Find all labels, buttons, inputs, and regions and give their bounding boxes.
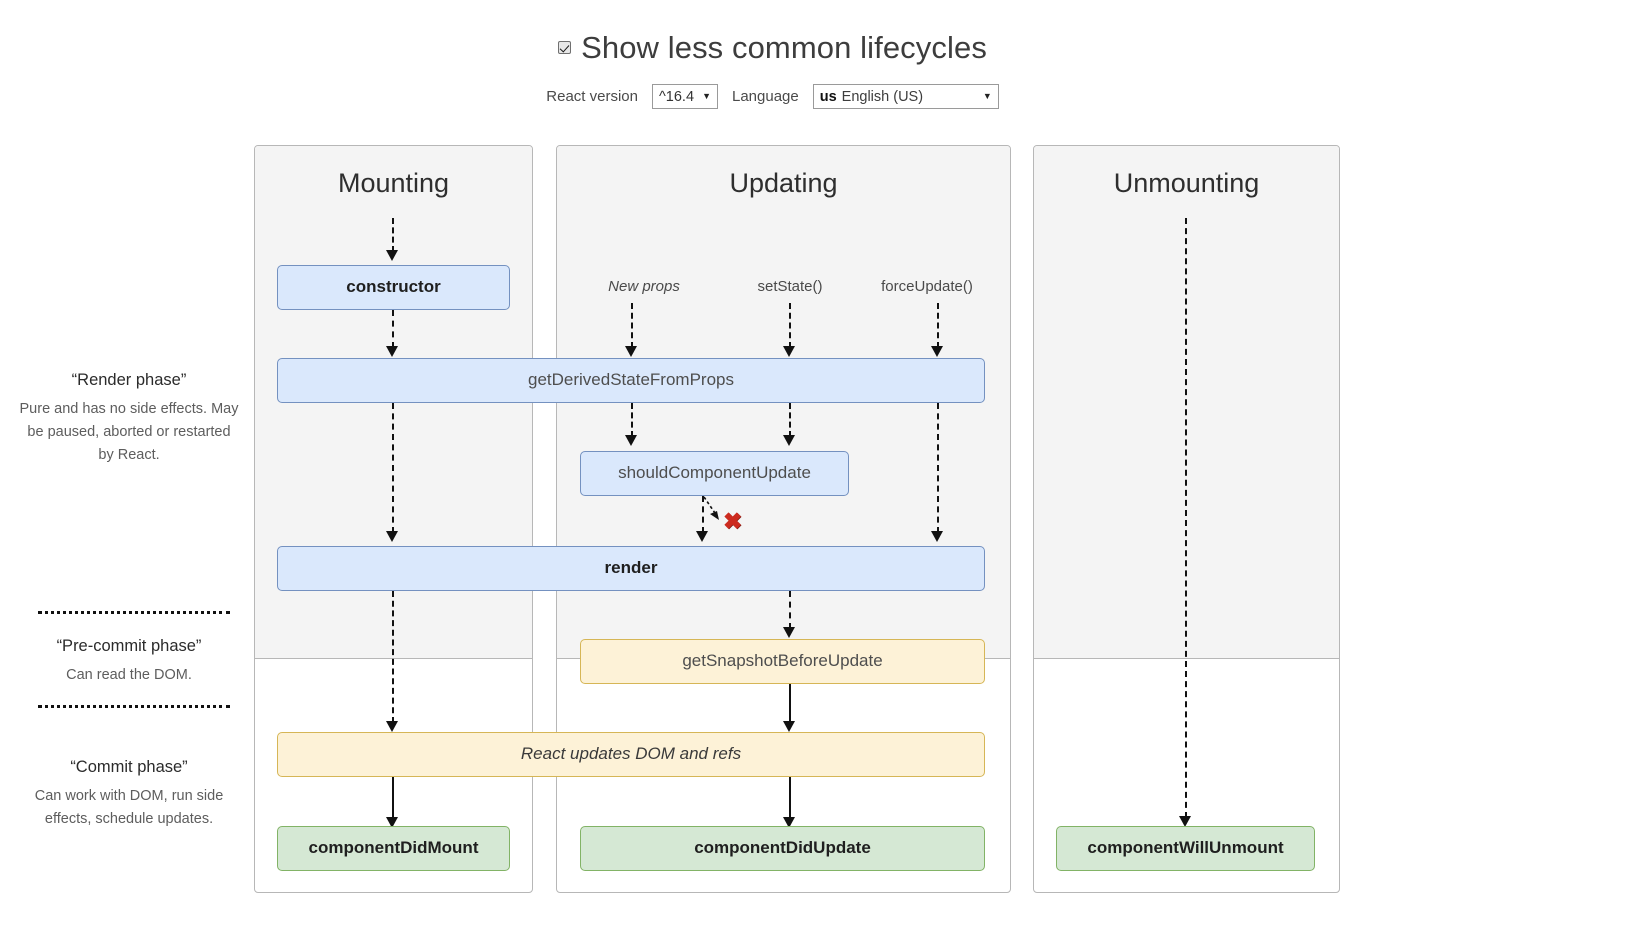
arrow-head	[386, 346, 398, 357]
arrow-head	[386, 531, 398, 542]
arrow-head	[783, 435, 795, 446]
node-constructor[interactable]: constructor	[277, 265, 510, 310]
react-version-select[interactable]: ^16.4 ▼	[651, 84, 718, 109]
arrow-line	[702, 496, 704, 533]
phase-title: “Pre-commit phase”	[56, 637, 202, 655]
phase-title: “Commit phase”	[70, 758, 188, 776]
phase-divider-top	[38, 611, 230, 614]
language-select[interactable]: us English (US) ▼	[812, 84, 999, 109]
arrow-line	[789, 303, 791, 348]
language-code: us	[819, 88, 837, 105]
node-component-did-update[interactable]: componentDidUpdate	[580, 826, 985, 871]
react-version-label: React version	[546, 88, 638, 105]
arrow-line	[937, 303, 939, 348]
node-component-did-mount[interactable]: componentDidMount	[277, 826, 510, 871]
controls-row: React version ^16.4 ▼ Language us Englis…	[0, 84, 1545, 109]
trigger-set-state: setState()	[757, 278, 823, 295]
node-should-component-update[interactable]: shouldComponentUpdate	[580, 451, 849, 496]
arrow-line	[392, 777, 394, 819]
phase-precommit: “Pre-commit phase” Can read the DOM.	[18, 636, 240, 687]
phase-description: Can work with DOM, run side effects, sch…	[34, 788, 224, 828]
arrow-line	[789, 684, 791, 723]
title-row: Show less common lifecycles	[0, 32, 1545, 63]
node-get-snapshot-before-update[interactable]: getSnapshotBeforeUpdate	[580, 639, 985, 684]
column-title-mounting: Mounting	[337, 168, 450, 198]
trigger-new-props: New props	[608, 278, 680, 295]
show-less-common-lifecycles-checkbox[interactable]	[558, 41, 572, 54]
arrow-head	[931, 531, 943, 542]
arrow-head	[386, 817, 398, 828]
arrow-line	[937, 403, 939, 533]
node-component-will-unmount[interactable]: componentWillUnmount	[1056, 826, 1315, 871]
arrow-head	[783, 817, 795, 828]
phase-divider-bottom	[38, 705, 230, 708]
arrow-line	[631, 303, 633, 348]
arrow-head	[625, 435, 637, 446]
react-version-value: ^16.4	[658, 88, 695, 105]
skip-render-diagonal-arrow	[703, 496, 719, 520]
phase-description: Pure and has no side effects. May be pau…	[19, 401, 239, 463]
phase-title: “Render phase”	[71, 371, 187, 389]
arrow-line	[392, 591, 394, 723]
node-get-derived-state-from-props[interactable]: getDerivedStateFromProps	[277, 358, 985, 403]
phase-description: Can read the DOM.	[66, 667, 192, 684]
arrow-line	[392, 218, 394, 252]
arrow-line	[1185, 218, 1187, 818]
language-value: English (US)	[841, 88, 924, 105]
skip-render-x-icon: ✖	[723, 508, 743, 534]
language-label: Language	[731, 88, 799, 105]
arrow-head	[783, 346, 795, 357]
phase-render: “Render phase” Pure and has no side effe…	[18, 370, 240, 467]
chevron-down-icon: ▼	[982, 91, 992, 101]
arrow-head	[625, 346, 637, 357]
arrow-line	[392, 403, 394, 533]
arrow-line	[631, 403, 633, 437]
node-react-updates-dom-and-refs[interactable]: React updates DOM and refs	[277, 732, 985, 777]
arrow-head	[1179, 816, 1191, 827]
column-title-unmounting: Unmounting	[1113, 168, 1260, 198]
arrow-line	[392, 310, 394, 348]
arrow-head	[783, 627, 795, 638]
arrow-head	[386, 721, 398, 732]
trigger-force-update: forceUpdate()	[881, 278, 973, 295]
arrow-line	[789, 591, 791, 629]
node-render[interactable]: render	[277, 546, 985, 591]
arrow-head	[696, 531, 708, 542]
arrow-line	[789, 403, 791, 437]
page-title: Show less common lifecycles	[581, 30, 987, 65]
chevron-down-icon: ▼	[702, 91, 711, 101]
arrow-head	[931, 346, 943, 357]
column-updating: Updating	[556, 145, 1011, 893]
arrow-head	[386, 250, 398, 261]
column-title-updating: Updating	[729, 168, 838, 198]
arrow-line	[789, 777, 791, 819]
phase-commit: “Commit phase” Can work with DOM, run si…	[18, 757, 240, 831]
arrow-head	[783, 721, 795, 732]
